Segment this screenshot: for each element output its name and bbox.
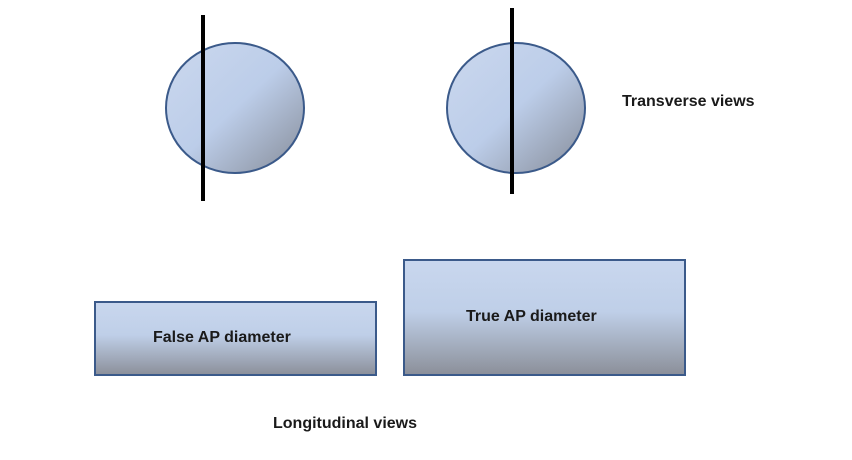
false-ap-box [94,301,377,376]
transverse-circle-false [165,42,305,174]
true-ap-diameter-label: True AP diameter [466,308,597,325]
false-ap-diameter-label: False AP diameter [153,329,291,346]
transverse-circle-true [446,42,586,174]
true-ap-box [403,259,686,376]
transverse-views-label: Transverse views [622,93,755,110]
longitudinal-views-label: Longitudinal views [273,415,418,432]
